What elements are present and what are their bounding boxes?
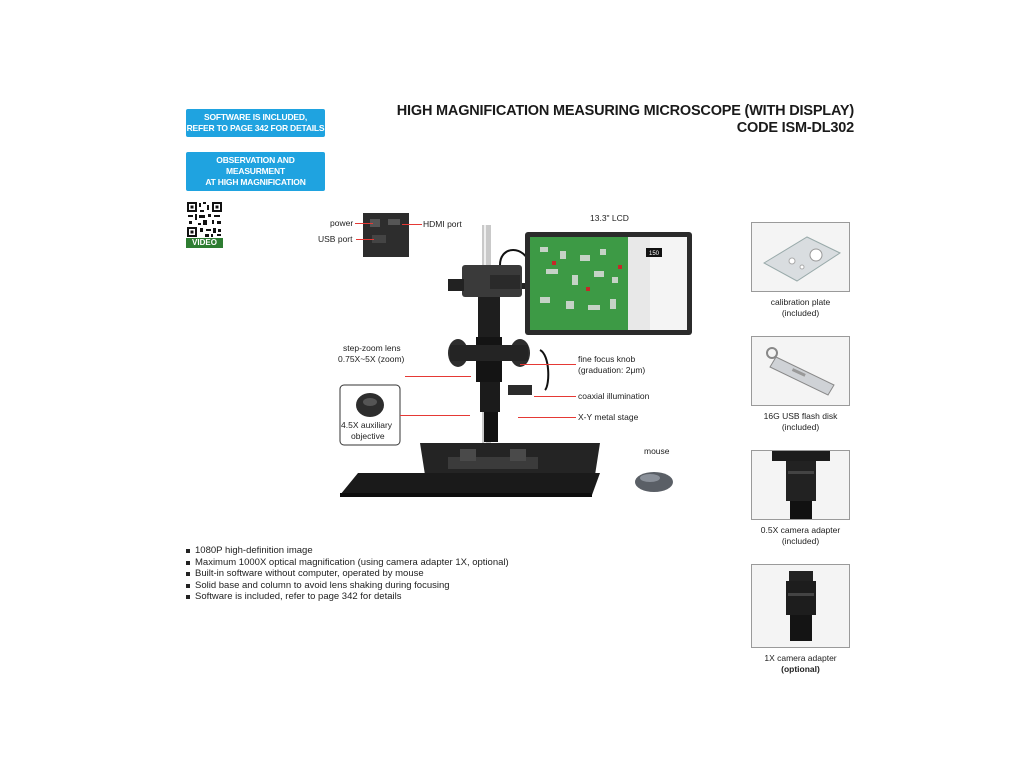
accessory-calibration-plate xyxy=(751,222,850,292)
product-code: CODE ISM-DL302 xyxy=(736,120,854,136)
accessory-note: (included) xyxy=(781,308,820,318)
microscope-illustration: 150 xyxy=(339,213,692,497)
lead-line xyxy=(520,364,576,365)
observation-badge: OBSERVATION AND MEASURMENT AT HIGH MAGNI… xyxy=(186,152,325,191)
accessory-note-optional: (optional) xyxy=(781,664,820,674)
callout-fine-focus-knob: fine focus knob xyxy=(578,354,636,364)
feature-item: Built-in software without computer, oper… xyxy=(186,568,509,580)
page-title: HIGH MAGNIFICATION MEASURING MICROSCOPE … xyxy=(396,103,854,119)
accessory-name: 0.5X camera adapter xyxy=(760,525,841,535)
lcd-readout: 150 xyxy=(649,251,660,257)
accessory-name: 1X camera adapter xyxy=(764,653,837,663)
callout-usb-port: USB port xyxy=(318,234,353,244)
qr-code-icon xyxy=(186,201,223,238)
calibration-plate-icon xyxy=(762,236,842,282)
accessory-name: 16G USB flash disk xyxy=(763,411,838,421)
badge-line: REFER TO PAGE 342 FOR DETAILS xyxy=(186,123,325,133)
accessory-name: calibration plate xyxy=(770,297,831,307)
camera-adapter-05x-icon xyxy=(772,451,830,519)
callout-power: power xyxy=(330,218,354,228)
badge-line: SOFTWARE IS INCLUDED, xyxy=(204,112,307,122)
callout-mouse: mouse xyxy=(644,446,670,456)
accessory-usb-flash-disk xyxy=(751,336,850,406)
accessory-camera-adapter-05x xyxy=(751,450,850,520)
accessory-note: (included) xyxy=(781,536,820,546)
callout-fine-focus-graduation: (graduation: 2μm) xyxy=(578,365,646,375)
callout-step-zoom-lens: step-zoom lens xyxy=(343,343,401,353)
qr-video-label: VIDEO xyxy=(186,238,223,248)
feature-list: 1080P high-definition image Maximum 1000… xyxy=(186,545,509,603)
software-included-badge: SOFTWARE IS INCLUDED, REFER TO PAGE 342 … xyxy=(186,109,325,137)
accessory-camera-adapter-1x xyxy=(751,564,850,648)
callout-aux-objective: 4.5X auxiliary xyxy=(341,420,393,430)
lead-line xyxy=(402,224,422,225)
badge-line: AT HIGH MAGNIFICATION xyxy=(205,177,306,187)
lead-line xyxy=(355,223,373,224)
callout-coaxial-illumination: coaxial illumination xyxy=(578,391,650,401)
badge-line: OBSERVATION AND MEASURMENT xyxy=(216,155,295,176)
camera-adapter-1x-icon xyxy=(786,571,816,641)
callout-hdmi-port: HDMI port xyxy=(423,219,462,229)
qr-code-video[interactable]: VIDEO xyxy=(186,201,223,248)
lead-line xyxy=(534,396,576,397)
feature-item: Solid base and column to avoid lens shak… xyxy=(186,580,509,592)
feature-item: 1080P high-definition image xyxy=(186,545,509,557)
feature-item: Maximum 1000X optical magnification (usi… xyxy=(186,557,509,569)
lead-line xyxy=(518,417,576,418)
callout-step-zoom-range: 0.75X~5X (zoom) xyxy=(338,354,405,364)
accessory-note: (included) xyxy=(781,422,820,432)
callout-aux-objective-2: objective xyxy=(351,431,385,441)
feature-item: Software is included, refer to page 342 … xyxy=(186,591,509,603)
callout-lcd: 13.3" LCD xyxy=(590,213,629,223)
callout-xy-stage: X-Y metal stage xyxy=(578,412,639,422)
usb-flash-disk-icon xyxy=(766,347,835,396)
lead-line xyxy=(356,239,374,240)
lead-line xyxy=(405,376,471,377)
lead-line xyxy=(400,415,470,416)
